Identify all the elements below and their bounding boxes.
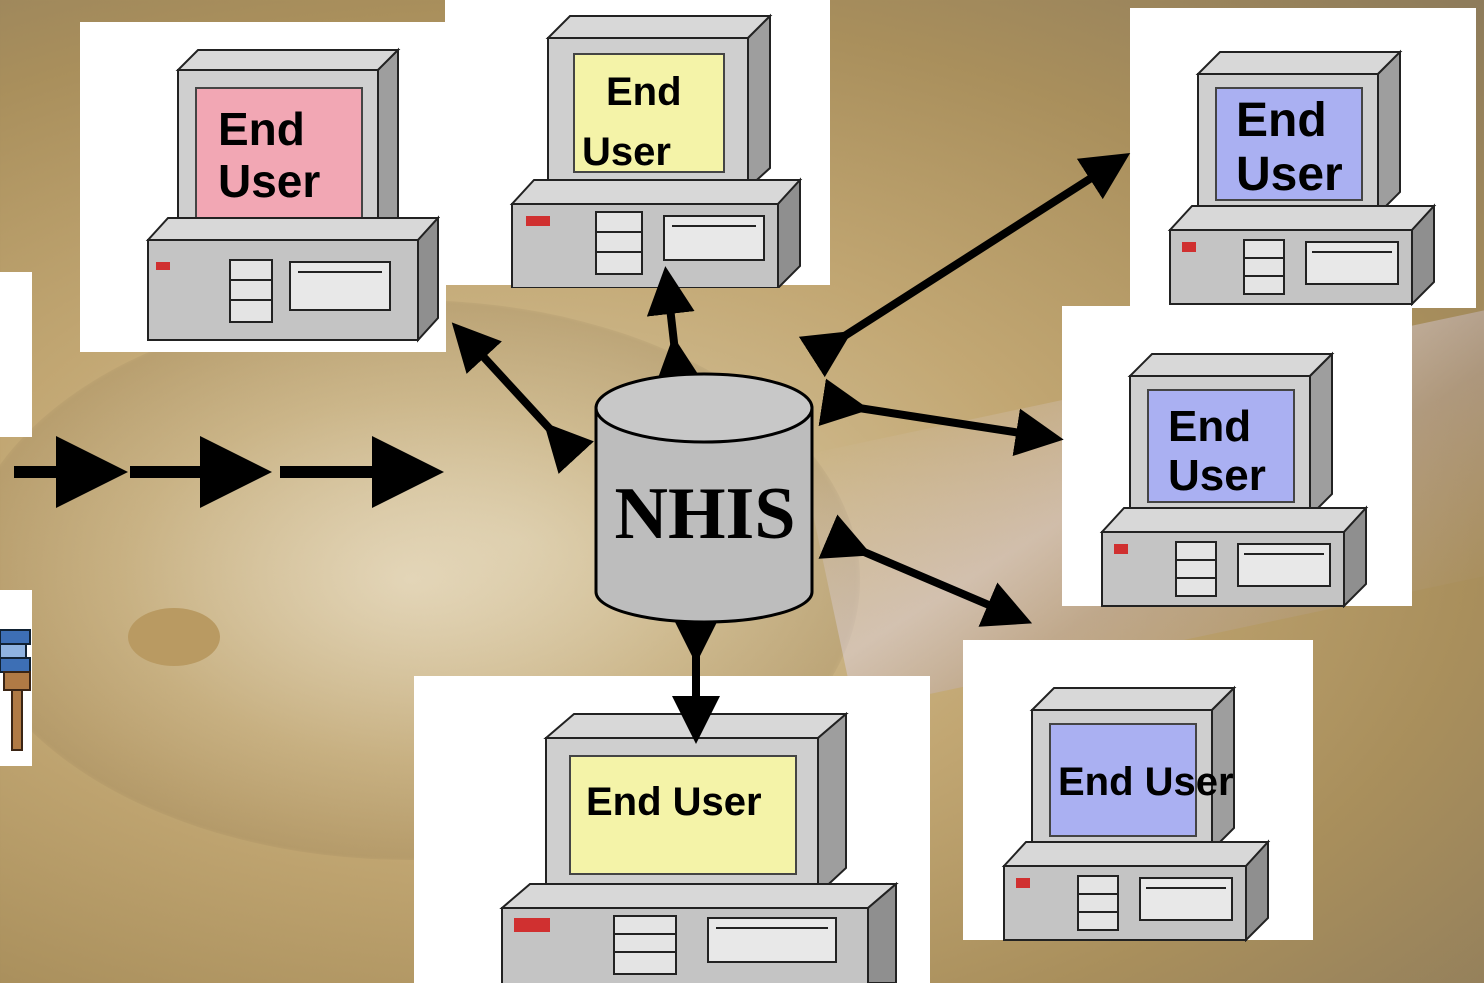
database-cylinder: [594, 372, 814, 624]
computer-icon: [1167, 49, 1437, 306]
computer-icon: [509, 13, 803, 288]
end-user-label: End User: [1168, 402, 1266, 501]
computer-top-center[interactable]: End User: [508, 8, 808, 288]
computer-bottom-right[interactable]: End User: [1000, 680, 1272, 942]
arrow-to-mid-right: [818, 378, 1064, 457]
bidirectional-arrows: [451, 153, 1131, 744]
books-icon: [0, 629, 31, 751]
arrow-to-top-left: [451, 322, 594, 474]
end-user-label: End User: [1058, 760, 1234, 804]
left-edge-books-panel: [0, 590, 32, 766]
end-user-label: End User: [1236, 94, 1343, 201]
end-user-label: End User: [218, 103, 321, 207]
end-user-label: End User: [586, 780, 762, 824]
computer-icon: [1001, 685, 1271, 942]
database-label: NHIS: [614, 473, 796, 555]
computer-top-right[interactable]: End User: [1166, 44, 1438, 306]
arrow-to-top-center: [646, 266, 703, 387]
background-disc-hole: [128, 608, 220, 666]
arrow-to-top-right: [798, 153, 1131, 378]
end-user-label: End User: [582, 70, 682, 174]
arrow-to-bottom-right: [818, 514, 1033, 627]
computer-top-left[interactable]: End User: [138, 40, 440, 345]
computer-icon: [145, 47, 440, 343]
computer-icon: [1099, 351, 1369, 608]
computer-mid-right[interactable]: End User: [1098, 346, 1370, 608]
left-edge-panel: [0, 272, 32, 437]
